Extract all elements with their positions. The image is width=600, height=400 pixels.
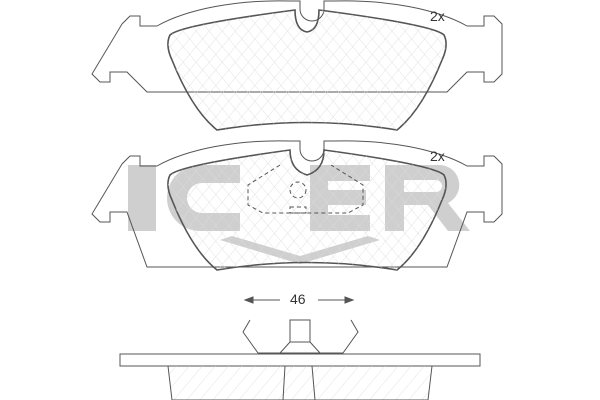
side-view [119, 296, 481, 400]
dimension-label: 46 [290, 291, 306, 307]
top-quantity-label: 2x [430, 8, 445, 24]
middle-quantity-label: 2x [430, 148, 445, 164]
top-brake-pad [91, 0, 503, 131]
middle-brake-pad [91, 140, 503, 271]
